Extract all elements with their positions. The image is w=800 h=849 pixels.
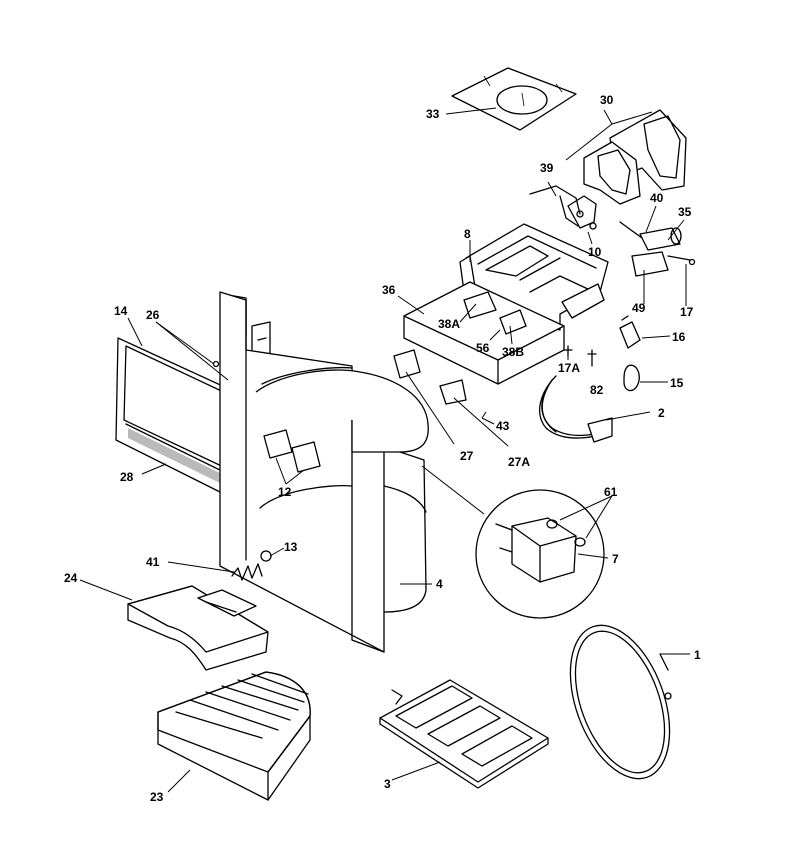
- label-8: 8: [464, 227, 471, 241]
- label-61: 61: [604, 485, 618, 499]
- label-38a: 38A: [438, 317, 460, 331]
- label-36: 36: [382, 283, 396, 297]
- label-14: 14: [114, 304, 128, 318]
- label-13: 13: [284, 540, 298, 554]
- part-3-heater-plate: [379, 679, 549, 789]
- label-40: 40: [650, 191, 664, 205]
- part-labels: 33 30 39 40 35 10 8 36 38A 56 38B 17A 82…: [64, 93, 701, 804]
- label-35: 35: [678, 205, 692, 219]
- part-49-bracket: [631, 251, 696, 277]
- label-26: 26: [146, 308, 160, 322]
- label-27a: 27A: [508, 455, 530, 469]
- part-1-gasket: [569, 624, 672, 780]
- label-12: 12: [278, 485, 292, 499]
- label-33: 33: [426, 107, 440, 121]
- part-23-grille: [157, 671, 311, 801]
- leader-lines: [79, 107, 690, 793]
- label-41: 41: [146, 555, 160, 569]
- part-16-socket: [619, 315, 641, 349]
- part-2-wire-harness: [539, 375, 613, 443]
- label-27: 27: [460, 449, 474, 463]
- label-4: 4: [436, 577, 443, 591]
- label-28: 28: [120, 470, 134, 484]
- label-1: 1: [694, 648, 701, 662]
- part-36-frame: [403, 281, 565, 385]
- label-10: 10: [588, 245, 602, 259]
- label-56: 56: [476, 341, 490, 355]
- label-82: 82: [590, 383, 604, 397]
- part-7-switch-detail: [421, 465, 605, 619]
- label-2: 2: [658, 406, 665, 420]
- label-17: 17: [680, 305, 694, 319]
- label-43: 43: [496, 419, 510, 433]
- part-4-housing: [219, 291, 429, 653]
- part-39-door-wire: [529, 185, 597, 230]
- part-35-40-solenoid: [619, 221, 682, 251]
- label-49: 49: [632, 301, 646, 315]
- part-27-clip: [393, 349, 509, 447]
- part-33-cover-plate: [451, 67, 577, 131]
- part-15-bulb: [623, 364, 640, 392]
- label-38b: 38B: [502, 345, 524, 359]
- label-7: 7: [612, 552, 619, 566]
- part-24-tray: [127, 585, 269, 671]
- label-17a: 17A: [558, 361, 580, 375]
- label-3: 3: [384, 777, 391, 791]
- label-39: 39: [540, 161, 554, 175]
- label-30: 30: [600, 93, 614, 107]
- label-16: 16: [672, 330, 686, 344]
- part-30-chute-flaps: [583, 109, 687, 205]
- label-15: 15: [670, 376, 684, 390]
- label-23: 23: [150, 790, 164, 804]
- label-24: 24: [64, 571, 78, 585]
